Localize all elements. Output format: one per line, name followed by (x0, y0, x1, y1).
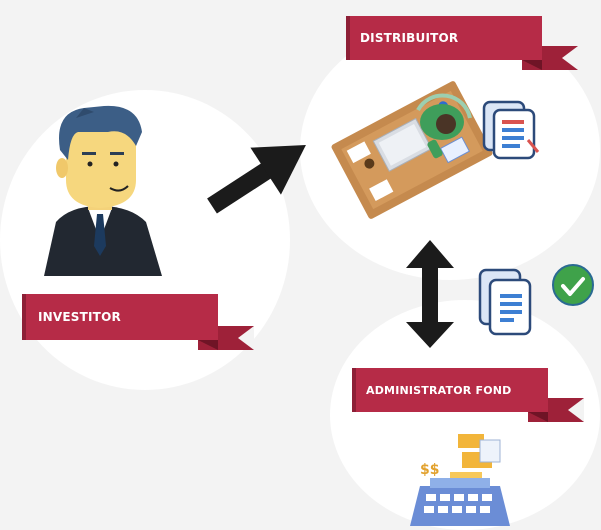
investor-ribbon: INVESTITOR (22, 294, 254, 354)
ribbon-fold (198, 340, 218, 350)
investor-label: INVESTITOR (22, 294, 218, 340)
distributor-label: DISTRIBUITOR (346, 16, 542, 60)
ribbon-notch (562, 46, 578, 70)
distributor-ribbon: DISTRIBUITOR (346, 16, 578, 76)
ribbon-notch (238, 326, 254, 350)
svg-text:$$: $$ (420, 462, 439, 478)
administrator-ribbon: ADMINISTRATOR FOND (352, 368, 584, 428)
administrator-label: ADMINISTRATOR FOND (352, 368, 548, 412)
ribbon-notch (568, 398, 584, 422)
ribbon-fold (528, 412, 548, 422)
ribbon-fold (522, 60, 542, 70)
